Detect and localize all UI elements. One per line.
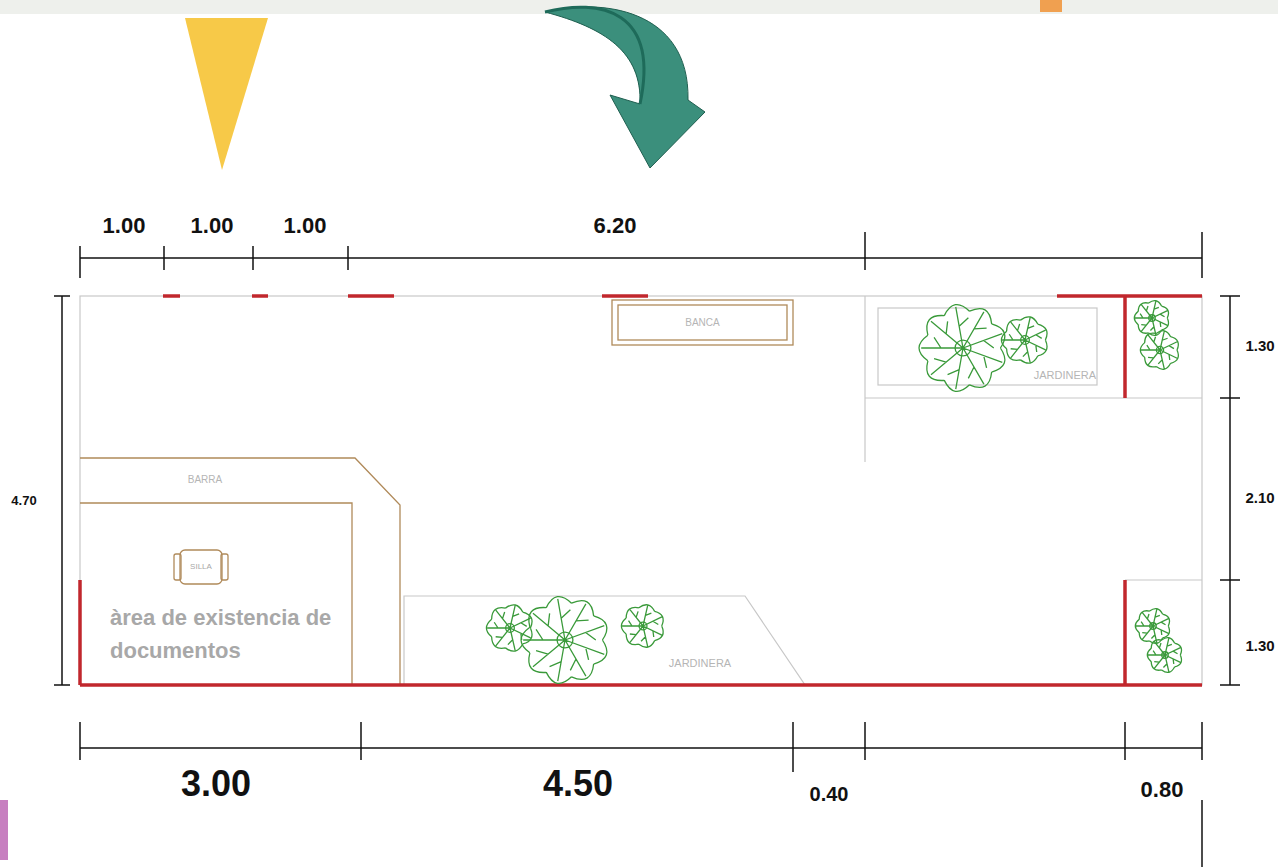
wind-arrow — [545, 7, 705, 168]
furniture — [80, 300, 793, 685]
tree-symbol — [521, 597, 607, 684]
dimension-label: 1.00 — [284, 213, 327, 239]
room-label: JARDINERA — [669, 657, 731, 669]
tree-symbol — [486, 605, 532, 651]
dimension-label: 3.00 — [181, 763, 251, 805]
dimension-label: 1.00 — [103, 213, 146, 239]
top-band — [0, 0, 1278, 14]
dimension-label: 1.30 — [1245, 637, 1274, 654]
room-label: àrea de existencia de documentos — [110, 601, 344, 667]
wind-arrow-fold — [545, 7, 644, 104]
dimension-label: 1.30 — [1245, 337, 1274, 354]
dimension-label: 2.10 — [1245, 489, 1274, 506]
dimension-lines — [54, 232, 1240, 867]
side-mark — [0, 800, 8, 860]
tree-symbol — [1147, 638, 1181, 673]
furniture-box: JARDINERA — [640, 652, 760, 674]
dimension-label: 6.20 — [594, 213, 637, 239]
dimension-label: 1.00 — [191, 213, 234, 239]
tree-symbol — [1001, 317, 1047, 363]
dimension-label: 0.40 — [810, 783, 849, 806]
plan-outline — [80, 296, 1202, 685]
tree-symbol — [621, 605, 663, 648]
furniture-box: BANCA — [618, 305, 787, 340]
tree-symbol — [919, 305, 1005, 392]
furniture-box: BARRA — [150, 468, 260, 490]
room-label: SILLA — [190, 563, 212, 572]
dimension-label: 4.70 — [11, 493, 36, 508]
dimension-label: 4.50 — [543, 763, 613, 805]
walls — [80, 296, 1202, 685]
room-label: JARDINERA — [1034, 369, 1096, 381]
room-label: BARRA — [188, 474, 222, 485]
furniture-box: JARDINERA — [1000, 366, 1096, 384]
room-area: àrea de existencia de documentos SILLA — [80, 503, 352, 685]
plants — [486, 301, 1181, 684]
dimension-label: 0.80 — [1141, 777, 1184, 803]
chair-symbol: SILLA — [174, 550, 228, 584]
sun-arrow — [185, 18, 268, 170]
room-label: BANCA — [685, 317, 719, 328]
tree-symbol — [1140, 331, 1178, 370]
